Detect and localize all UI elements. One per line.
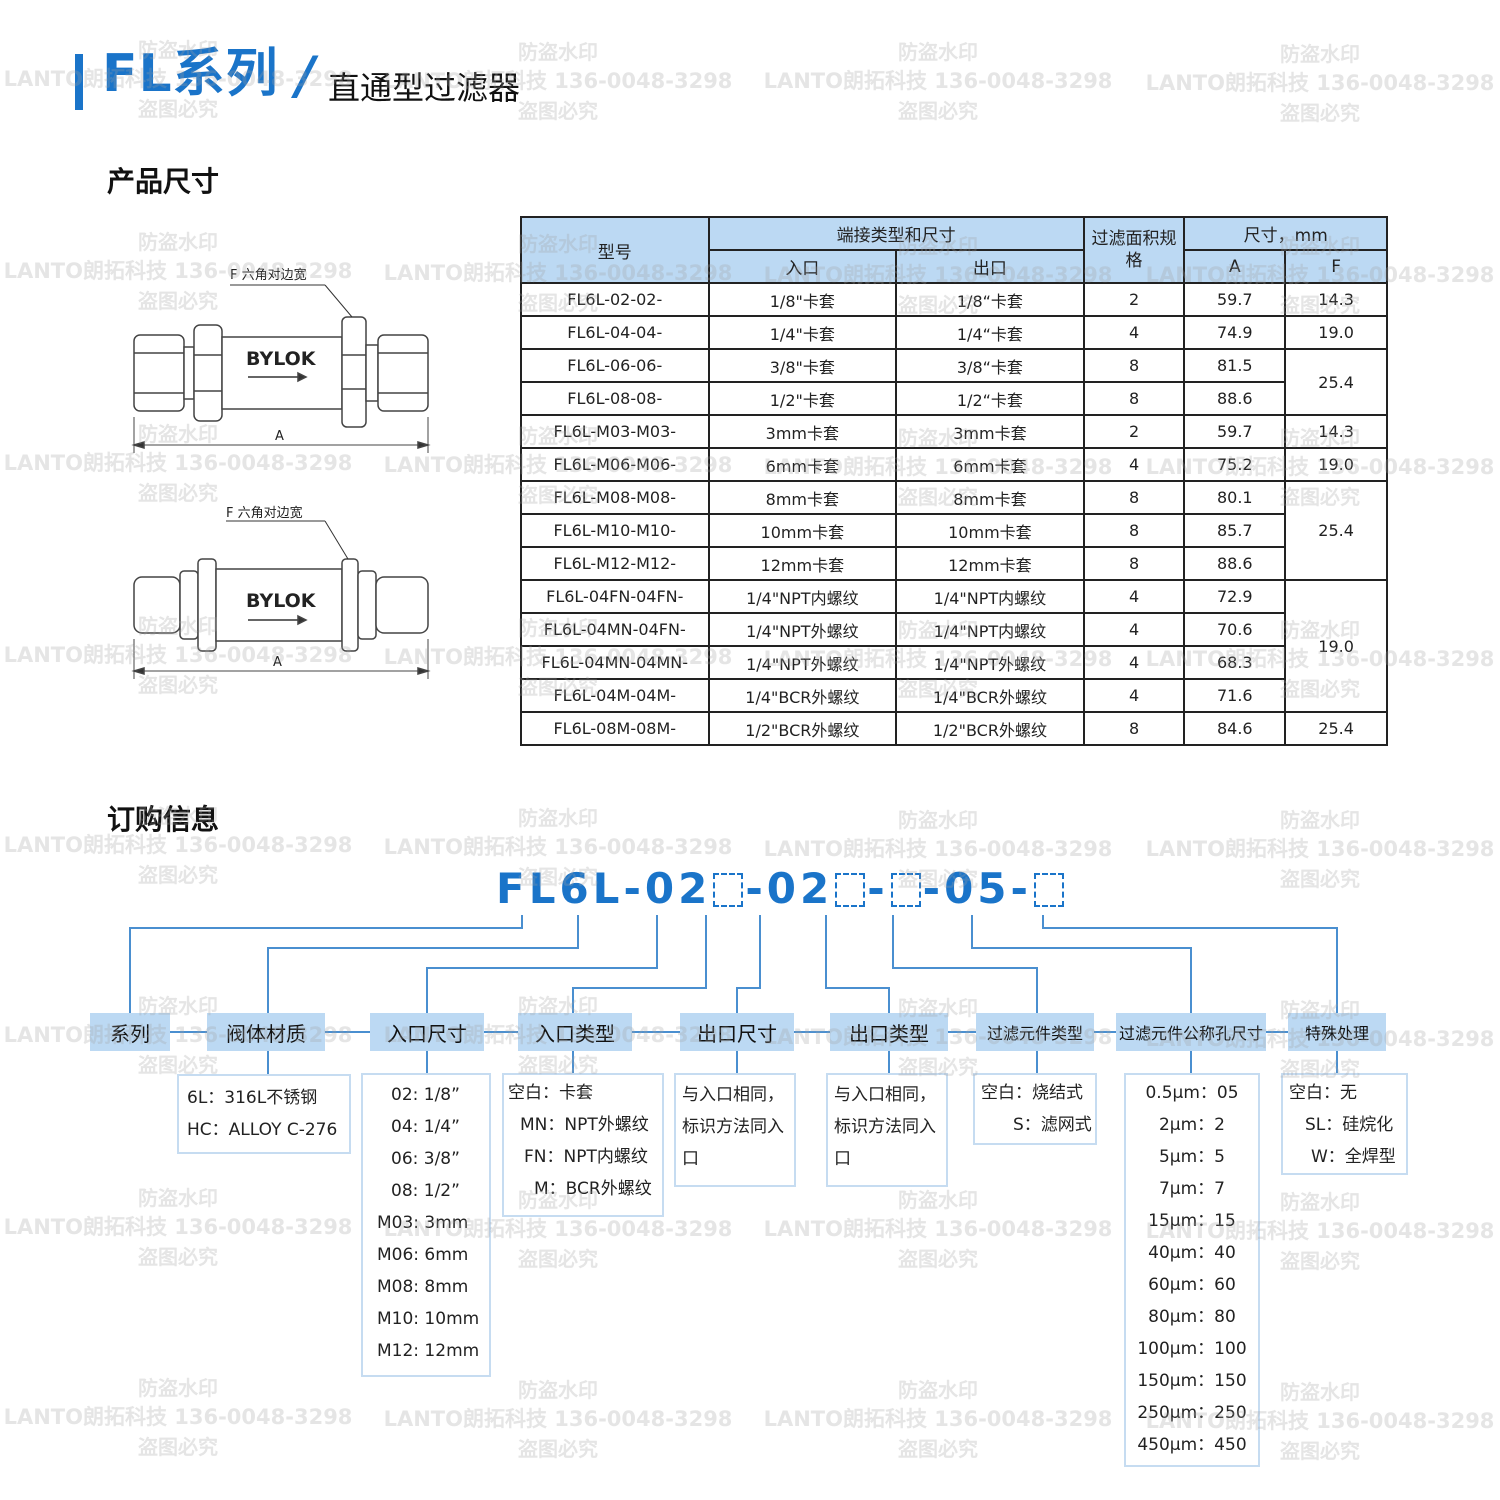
th-ends: 端接类型和尺寸 — [707, 216, 1085, 251]
list-item: SL：硅烷化 — [1305, 1115, 1394, 1135]
label-body-material: 阀体材质 — [207, 1013, 325, 1051]
list-item: M：BCR外螺纹 — [534, 1179, 652, 1199]
list-item: M08: 8mm — [377, 1277, 469, 1297]
list-item: M06: 6mm — [377, 1245, 469, 1265]
dim-a-label-1: A — [275, 429, 284, 444]
placeholder-box — [890, 873, 921, 907]
placeholder-box — [1033, 873, 1064, 907]
filter-drawing-2 — [131, 520, 431, 679]
material-options: 6L：316L不锈钢 HC：ALLOY C-276 — [177, 1074, 351, 1154]
filter-drawing-1 — [131, 284, 431, 453]
dimension-table: 型号 端接类型和尺寸 过滤面积规格 尺寸，mm 入口 出口 A F FL6L-0… — [520, 216, 1388, 746]
list-item: M10: 10mm — [377, 1309, 480, 1329]
th-model: 型号 — [520, 216, 710, 284]
filter-drawings: F 六角对边宽 BYLOK A F 六角对边宽 BYLOK A — [131, 267, 431, 679]
th-outlet: 出口 — [895, 249, 1085, 284]
section-dimensions-title: 产品尺寸 — [107, 165, 220, 198]
list-item: 6L：316L不锈钢 — [187, 1088, 318, 1108]
list-item: 08: 1/2” — [391, 1181, 460, 1201]
hex-label-1: F 六角对边宽 — [230, 267, 307, 283]
list-item: W：全焊型 — [1311, 1147, 1396, 1167]
list-item: 0.5μm：05 — [1145, 1083, 1239, 1103]
th-filter: 过滤面积规格 — [1082, 216, 1186, 284]
list-item: 15μm：15 — [1148, 1211, 1236, 1231]
th-f: F — [1284, 249, 1388, 284]
list-item: 150μm：150 — [1137, 1371, 1247, 1391]
inlet-size-options: 02: 1/8” 04: 1/4” 06: 3/8” 08: 1/2” M03:… — [361, 1073, 491, 1377]
list-item: HC：ALLOY C-276 — [187, 1120, 338, 1140]
list-item: MN：NPT外螺纹 — [520, 1115, 649, 1135]
hex-label-2: F 六角对边宽 — [226, 505, 303, 521]
title-slash: / — [296, 46, 315, 106]
label-outlet-type: 出口类型 — [830, 1013, 948, 1051]
list-item: 40μm：40 — [1148, 1243, 1236, 1263]
placeholder-box — [835, 873, 866, 907]
list-item: 空白：无 — [1289, 1083, 1357, 1103]
list-item: S：滤网式 — [1013, 1115, 1092, 1135]
label-special-treatment: 特殊处理 — [1288, 1013, 1386, 1051]
list-item: 02: 1/8” — [391, 1085, 460, 1105]
list-item: 空白：卡套 — [508, 1083, 593, 1103]
outlet-type-note: 与入口相同，标识方法同入口 — [834, 1085, 936, 1169]
list-item: 80μm：80 — [1148, 1307, 1236, 1327]
list-item: 100μm：100 — [1137, 1339, 1247, 1359]
label-inlet-size: 入口尺寸 — [370, 1013, 484, 1051]
th-dims: 尺寸，mm — [1183, 216, 1388, 251]
element-type-options: 空白：烧结式 S：滤网式 — [973, 1073, 1097, 1145]
list-item: M03: 3mm — [377, 1213, 469, 1233]
th-a: A — [1183, 249, 1287, 284]
outlet-size-note: 与入口相同，标识方法同入口 — [682, 1085, 784, 1169]
list-item: M12: 12mm — [377, 1341, 480, 1361]
placeholder-box — [713, 873, 744, 907]
label-series: 系列 — [90, 1013, 170, 1051]
label-pore-size: 过滤元件公称孔尺寸 — [1116, 1013, 1266, 1051]
dim-a-label-2: A — [273, 655, 282, 670]
brand-label-1: BYLOK — [246, 348, 317, 370]
list-item: 06: 3/8” — [391, 1149, 460, 1169]
outlet-type-options: 与入口相同，标识方法同入口 — [826, 1073, 948, 1187]
brand-label-2: BYLOK — [246, 590, 317, 612]
product-subtitle: 直通型过滤器 — [328, 69, 521, 107]
list-item: 5μm：5 — [1158, 1147, 1225, 1167]
list-item: 450μm：450 — [1137, 1435, 1247, 1455]
list-item: 空白：烧结式 — [981, 1083, 1083, 1103]
list-item: 04: 1/4” — [391, 1117, 460, 1137]
section-ordering-title: 订购信息 — [107, 803, 220, 836]
label-element-type: 过滤元件类型 — [976, 1013, 1094, 1051]
list-item: 60μm：60 — [1148, 1275, 1236, 1295]
special-options: 空白：无 SL：硅烷化 W：全焊型 — [1281, 1073, 1408, 1175]
pore-size-options: 0.5μm：05 2μm：2 5μm：5 7μm：7 15μm：15 40μm：… — [1124, 1073, 1260, 1467]
inlet-type-options: 空白：卡套 MN：NPT外螺纹 FN：NPT内螺纹 M：BCR外螺纹 — [502, 1073, 664, 1217]
list-item: 250μm：250 — [1137, 1403, 1247, 1423]
list-item: FN：NPT内螺纹 — [524, 1147, 648, 1167]
title-accent-bar — [75, 54, 83, 110]
list-item: 7μm：7 — [1158, 1179, 1225, 1199]
series-title: FL系列 — [102, 44, 279, 104]
label-outlet-size: 出口尺寸 — [680, 1013, 794, 1051]
list-item: 2μm：2 — [1158, 1115, 1225, 1135]
outlet-size-options: 与入口相同，标识方法同入口 — [674, 1073, 796, 1187]
label-inlet-type: 入口类型 — [518, 1013, 632, 1051]
order-code: FL6L-02-02--05- — [496, 868, 1066, 910]
th-inlet: 入口 — [707, 249, 898, 284]
